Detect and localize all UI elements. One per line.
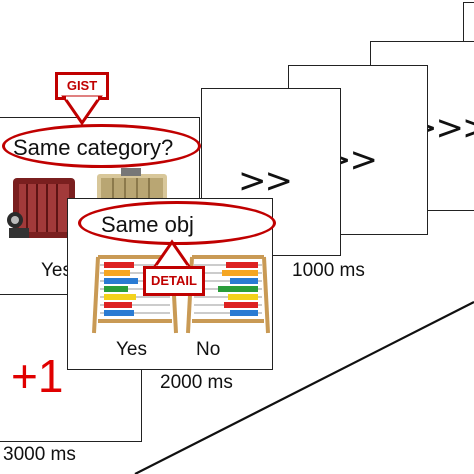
gist-answer-yes: Yes — [41, 260, 72, 281]
detail-callout: DETAIL — [143, 266, 205, 296]
gist-question-oval: Same category? — [2, 124, 201, 168]
detail-answer-yes: Yes — [116, 339, 147, 360]
detail-callout-label: DETAIL — [151, 273, 197, 288]
fixation-symbol: +1 — [11, 350, 64, 402]
abacus-image-left — [92, 255, 178, 334]
detail-duration: 2000 ms — [160, 372, 233, 393]
fixation-duration: 3000 ms — [3, 444, 76, 465]
detail-answer-no: No — [196, 339, 221, 360]
timeline-line — [134, 301, 474, 474]
detail-question-oval: Same obj — [78, 201, 276, 245]
detail-question-text: Same obj — [101, 212, 194, 237]
accordion-image — [7, 178, 75, 238]
abacus-image-right — [186, 255, 270, 334]
abacus-images — [92, 255, 270, 334]
gist-callout-label: GIST — [66, 78, 98, 93]
gist-callout-pointer — [61, 95, 103, 126]
arrow-frame-1-duration: 1000 ms — [292, 260, 365, 281]
arrow-symbol: >> — [238, 161, 293, 201]
gist-question-text: Same category? — [13, 135, 174, 160]
